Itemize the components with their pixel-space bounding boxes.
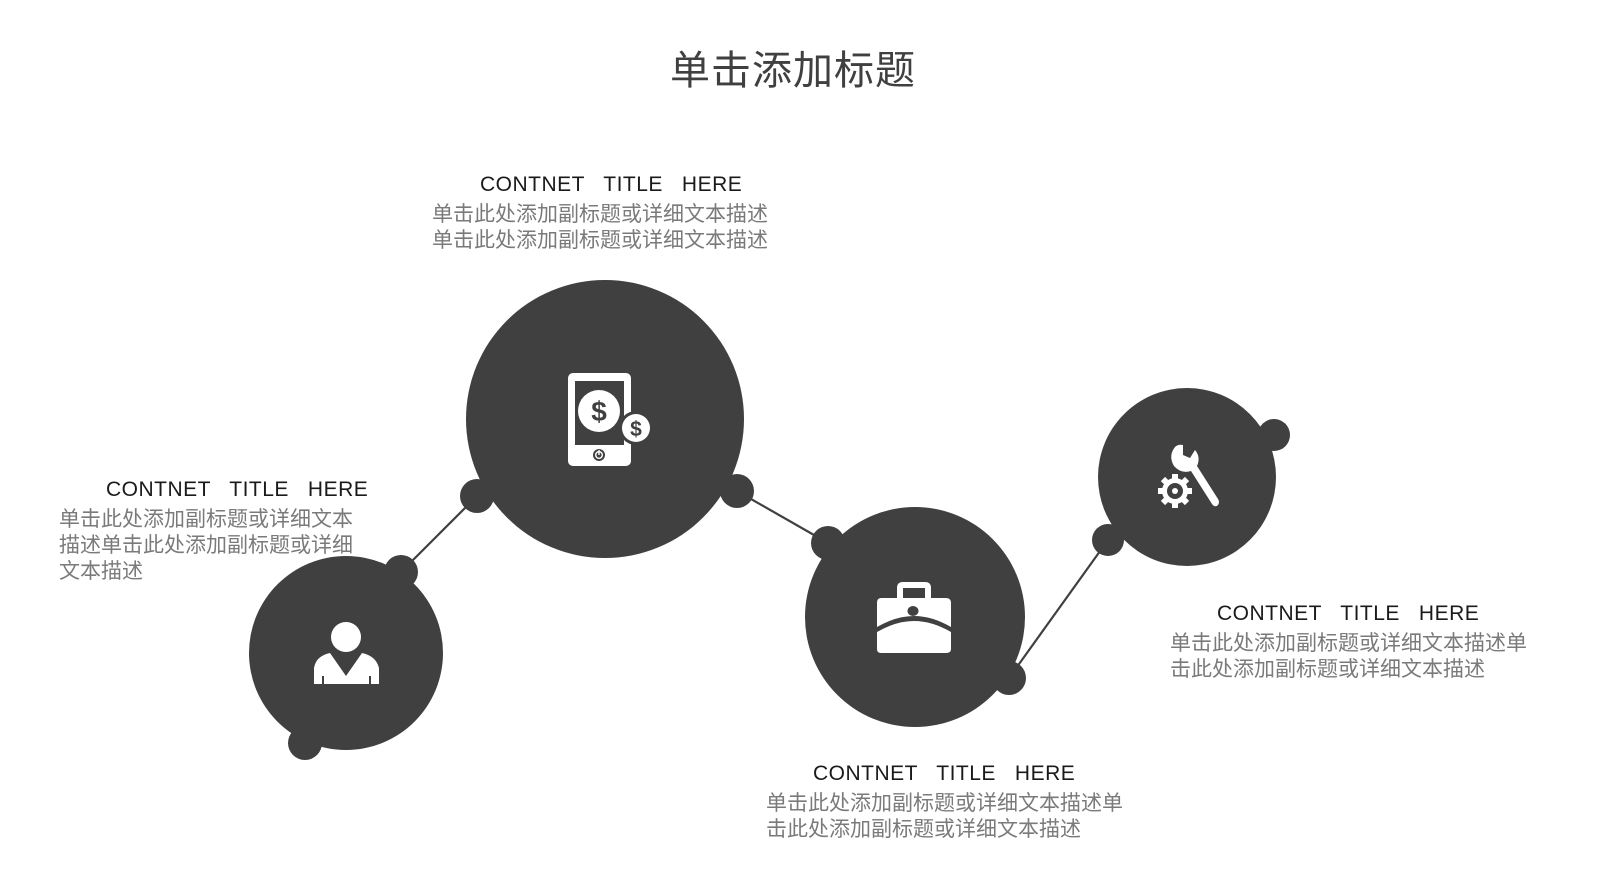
node-dot <box>288 726 322 760</box>
block-heading: CONTNET TITLE HERE <box>813 762 1076 785</box>
slide-title: 单击添加标题 <box>670 48 916 94</box>
description-line: 文本描述 <box>59 559 143 583</box>
text-block-4: CONTNET TITLE HERE 单击此处添加副标题或详细文本描述单 击此处… <box>1170 602 1570 682</box>
mobile-payment-icon: $ $ <box>568 373 653 466</box>
svg-text:$: $ <box>591 396 607 427</box>
node-dot <box>811 526 845 560</box>
text-block-1: CONTNET TITLE HERE 单击此处添加副标题或详细文本 描述单击此处… <box>59 478 379 584</box>
briefcase-icon <box>877 582 951 653</box>
node-dot <box>992 661 1026 695</box>
wrench-gear-icon <box>1158 444 1219 508</box>
block-heading: CONTNET TITLE HERE <box>1217 602 1480 625</box>
description-line: 单击此处添加副标题或详细文本描述单 <box>1170 631 1527 655</box>
block-description: 单击此处添加副标题或详细文本 描述单击此处添加副标题或详细 文本描述 <box>59 506 379 584</box>
description-line: 单击此处添加副标题或详细文本 <box>59 507 353 531</box>
node-dot <box>384 555 418 589</box>
person-icon <box>314 622 379 684</box>
node-dot <box>460 479 494 513</box>
description-line: 击此处添加副标题或详细文本描述 <box>1170 657 1485 681</box>
node-circle-4 <box>1098 388 1276 566</box>
block-description: 单击此处添加副标题或详细文本描述单 击此处添加副标题或详细文本描述 <box>1170 630 1570 682</box>
block-heading: CONTNET TITLE HERE <box>480 173 743 196</box>
svg-text:$: $ <box>630 418 642 441</box>
block-description: 单击此处添加副标题或详细文本描述单 击此处添加副标题或详细文本描述 <box>766 790 1156 842</box>
node-dot <box>1258 419 1290 451</box>
block-description: 单击此处添加副标题或详细文本描述 单击此处添加副标题或详细文本描述 <box>432 201 792 253</box>
node-circle-1 <box>249 556 443 750</box>
node-circle-3 <box>805 507 1025 727</box>
description-line: 单击此处添加副标题或详细文本描述单 <box>766 791 1123 815</box>
description-line: 击此处添加副标题或详细文本描述 <box>766 817 1081 841</box>
text-block-2: CONTNET TITLE HERE 单击此处添加副标题或详细文本描述 单击此处… <box>432 173 792 253</box>
text-block-3: CONTNET TITLE HERE 单击此处添加副标题或详细文本描述单 击此处… <box>766 762 1156 842</box>
node-dot <box>1092 524 1124 556</box>
node-dot <box>720 474 754 508</box>
connector-lines <box>400 490 1109 679</box>
block-heading: CONTNET TITLE HERE <box>106 478 369 501</box>
description-line: 单击此处添加副标题或详细文本描述 <box>432 202 768 226</box>
description-line: 描述单击此处添加副标题或详细 <box>59 533 353 557</box>
description-line: 单击此处添加副标题或详细文本描述 <box>432 228 768 252</box>
